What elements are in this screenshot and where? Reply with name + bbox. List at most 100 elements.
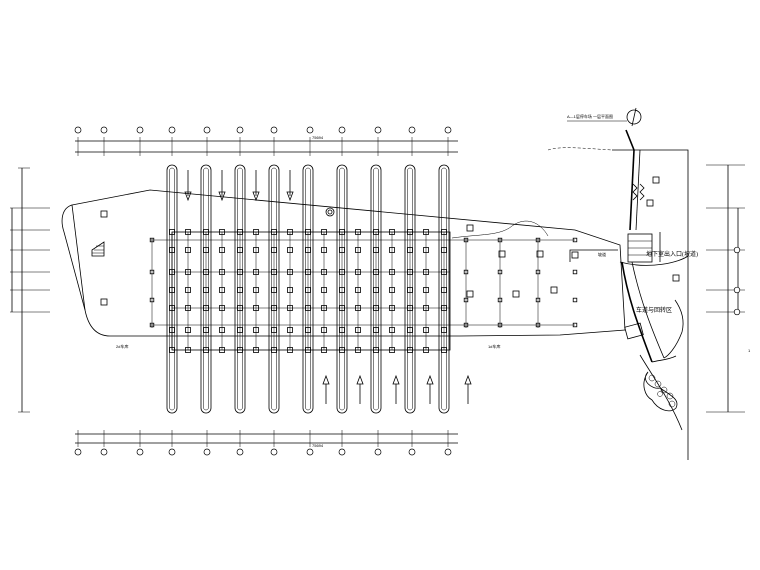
left-dimension-chain [10, 167, 50, 413]
stair-symbol [91, 241, 105, 257]
grid-bubble-bottom [338, 448, 346, 456]
outer-column [466, 224, 474, 232]
ramp-lane [302, 164, 314, 414]
column-mark [463, 237, 469, 243]
room-label-ramp-entry: 地下室出入口(坡道) [646, 250, 698, 258]
ramp-lane [404, 164, 416, 414]
column-mark [572, 269, 578, 275]
building-outline [61, 189, 626, 337]
grid-bubble-top [270, 126, 278, 134]
ramp-lane [200, 164, 212, 414]
structural-column [271, 269, 277, 275]
structural-column [441, 327, 447, 333]
structural-column [305, 305, 311, 311]
structural-column [305, 347, 311, 353]
structural-column [169, 305, 175, 311]
outer-column [100, 210, 108, 218]
structural-column [185, 287, 191, 293]
structural-column [389, 347, 395, 353]
structural-column [389, 247, 395, 253]
structural-column [169, 229, 175, 235]
structural-column [423, 327, 429, 333]
structural-column [389, 229, 395, 235]
structural-column [305, 327, 311, 333]
structural-column [287, 269, 293, 275]
ramp-note: 坡道 [598, 251, 606, 257]
grid-bubble-bottom [374, 448, 382, 456]
structural-column [253, 269, 259, 275]
structural-column [253, 247, 259, 253]
structural-column [203, 347, 209, 353]
arrow-up [392, 374, 400, 385]
structural-column [373, 327, 379, 333]
outer-column [652, 176, 660, 184]
structural-column [253, 327, 259, 333]
ramp-lane [166, 164, 178, 414]
arrow-up [464, 374, 472, 385]
structural-column [407, 247, 413, 253]
grid-bubble-bottom [236, 448, 244, 456]
structural-column [423, 347, 429, 353]
column-mark [463, 297, 469, 303]
structural-column [407, 229, 413, 235]
structural-column [203, 229, 209, 235]
structural-column [339, 247, 345, 253]
outer-column [466, 290, 474, 298]
structural-column [355, 247, 361, 253]
ramp-lane [234, 164, 246, 414]
structural-column [321, 269, 327, 275]
structural-column [237, 287, 243, 293]
structural-column [203, 327, 209, 333]
arrow-up [322, 374, 330, 385]
structural-column [169, 347, 175, 353]
structural-column [321, 287, 327, 293]
grid-bubble-bottom [408, 448, 416, 456]
column-mark [497, 297, 503, 303]
grid-bubble-top [136, 126, 144, 134]
right-dimension-chain [706, 164, 745, 413]
structural-column [407, 347, 413, 353]
outer-column [550, 286, 558, 294]
structural-column [271, 347, 277, 353]
structural-column [321, 247, 327, 253]
column-mark [535, 237, 541, 243]
east-wing [547, 129, 689, 460]
structural-column [423, 229, 429, 235]
structural-column [339, 347, 345, 353]
arrow-down [286, 191, 294, 202]
structural-column [237, 247, 243, 253]
structural-column [271, 229, 277, 235]
structural-column [203, 269, 209, 275]
structural-column [185, 229, 191, 235]
structural-column [185, 269, 191, 275]
outer-column [512, 290, 520, 298]
structural-column [203, 305, 209, 311]
outer-column [571, 251, 579, 259]
structural-column [287, 347, 293, 353]
structural-column [407, 269, 413, 275]
structural-column [355, 347, 361, 353]
structural-column [237, 229, 243, 235]
grid-bubble-top [408, 126, 416, 134]
structural-column [287, 287, 293, 293]
structural-column [373, 229, 379, 235]
bottom-dimension-chain: 75694 [74, 430, 458, 456]
structural-column [185, 247, 191, 253]
structural-column [237, 269, 243, 275]
structural-column [253, 305, 259, 311]
parking-grid [169, 229, 451, 353]
structural-column [407, 305, 413, 311]
structural-column [271, 327, 277, 333]
structural-column [219, 247, 225, 253]
structural-column [389, 305, 395, 311]
column-mark [497, 269, 503, 275]
structural-column [441, 229, 447, 235]
column-mark [149, 237, 155, 243]
outer-column [672, 274, 680, 282]
structural-column [423, 305, 429, 311]
structural-column [389, 327, 395, 333]
structural-column [355, 327, 361, 333]
annotation-right: 1#车库 [488, 343, 500, 349]
grid-bubble-top [236, 126, 244, 134]
grid-bubble-bottom [270, 448, 278, 456]
